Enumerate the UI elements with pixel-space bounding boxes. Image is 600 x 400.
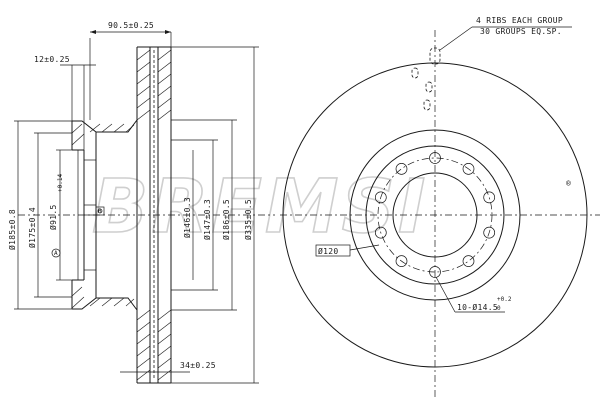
svg-text:4 RIBS EACH GROUP: 4 RIBS EACH GROUP: [476, 16, 563, 25]
svg-text:10-Ø14.5: 10-Ø14.5: [457, 302, 498, 312]
hatching-bottom: [71, 286, 172, 381]
svg-text:30 GROUPS EQ.SP.: 30 GROUPS EQ.SP.: [480, 27, 562, 36]
svg-text:0: 0: [497, 305, 501, 312]
svg-text:+0.14: +0.14: [57, 174, 64, 192]
svg-text:Ø335±0.5: Ø335±0.5: [243, 199, 253, 240]
bolt-holes: [374, 152, 496, 278]
dim-overall-width: 90.5±0.25: [89, 21, 172, 120]
svg-text:Ø185±0.8: Ø185±0.8: [7, 209, 17, 250]
svg-text:Ø120: Ø120: [318, 246, 338, 256]
disc-outer-circle: [282, 62, 588, 368]
svg-text:12±0.25: 12±0.25: [34, 55, 70, 64]
ribs-note: 4 RIBS EACH GROUP 30 GROUPS EQ.SP.: [439, 16, 572, 51]
registered-mark: ®: [566, 179, 571, 188]
svg-text:34±0.25: 34±0.25: [180, 361, 216, 370]
vent-ribs: [411, 47, 441, 111]
svg-text:Ø147±0.3: Ø147±0.3: [202, 199, 212, 240]
disc-friction-inner-circle: [349, 129, 521, 301]
svg-text:Ø186±0.5: Ø186±0.5: [221, 199, 231, 240]
section-view: 90.5±0.25 12±0.25 34±0.25 Ø185±0.8 Ø175±…: [7, 21, 275, 384]
svg-text:A: A: [54, 250, 58, 257]
dim-friction-thickness: 34±0.25: [120, 361, 216, 383]
section-outline: [71, 46, 172, 384]
pcd-circle: [377, 157, 493, 273]
svg-text:Ø146±0.3: Ø146±0.3: [182, 197, 192, 238]
bolt-holes-label: 10-Ø14.5 +0.2 0: [435, 276, 512, 313]
hat-circle: [365, 145, 505, 285]
svg-text:B: B: [98, 208, 102, 215]
front-view: 4 RIBS EACH GROUP 30 GROUPS EQ.SP. Ø120 …: [280, 16, 600, 398]
hatching-top: [71, 49, 172, 146]
svg-text:Ø91.5: Ø91.5: [48, 204, 58, 230]
brand-watermark: BREMSI: [92, 164, 428, 250]
svg-text:90.5±0.25: 90.5±0.25: [108, 21, 154, 30]
dim-right-diameters: Ø146±0.3 Ø147±0.3 Ø186±0.5 Ø335±0.5: [171, 46, 259, 384]
svg-text:Ø175±0.4: Ø175±0.4: [27, 207, 37, 248]
dim-left-diameters: Ø185±0.8 Ø175±0.4 Ø91.5 +0.14 A B: [7, 120, 105, 310]
center-bore-circle: [392, 172, 478, 258]
dim-hat-thickness: 12±0.25: [34, 55, 96, 150]
pcd-label: Ø120: [315, 244, 380, 257]
svg-text:+0.2: +0.2: [497, 296, 512, 303]
